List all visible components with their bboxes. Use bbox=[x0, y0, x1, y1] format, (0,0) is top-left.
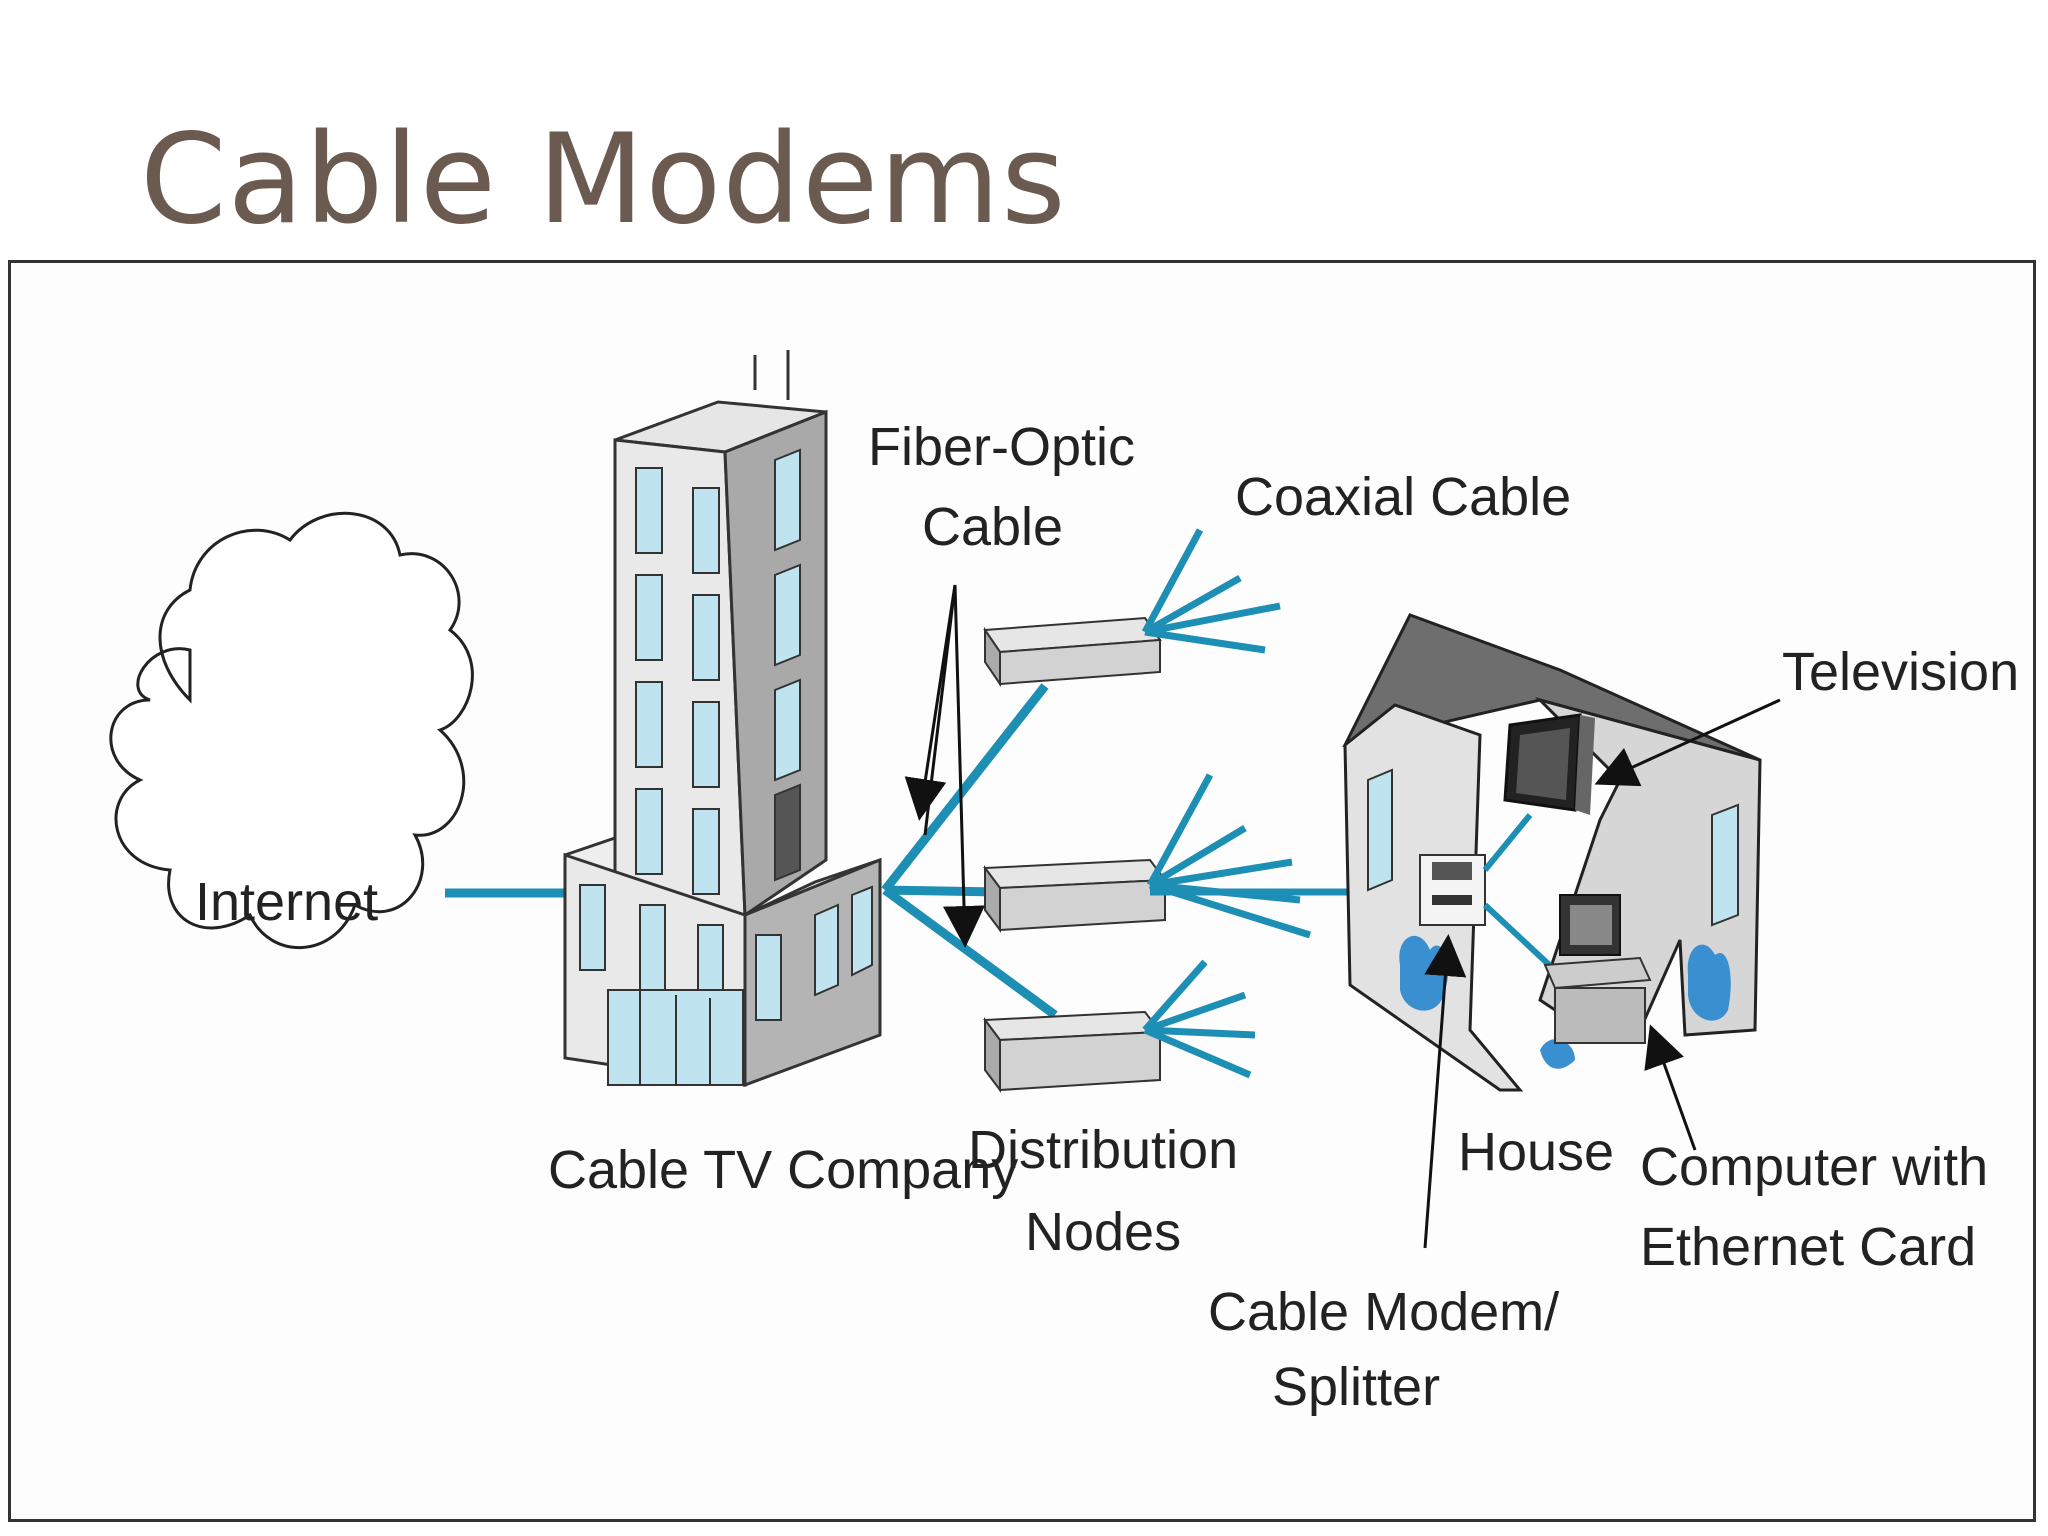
fiber-optic-lines bbox=[881, 683, 1058, 1019]
computer bbox=[1543, 894, 1652, 1044]
house-coax bbox=[1482, 813, 1563, 978]
television-label: Television bbox=[1782, 642, 2019, 702]
internet-label: Internet bbox=[195, 872, 378, 932]
modem-label-line1: Cable Modem/ bbox=[1208, 1282, 1559, 1342]
distribution-node-top bbox=[983, 616, 1162, 688]
cable-tv-building bbox=[563, 350, 882, 1088]
computer-label-line2: Ethernet Card bbox=[1640, 1217, 1976, 1277]
slide-title: Cable Modems bbox=[140, 108, 1067, 252]
computer-label-line1: Computer with bbox=[1640, 1137, 1988, 1197]
distribution-nodes-label-line1: Distribution bbox=[968, 1120, 1238, 1180]
modem-label-line2: Splitter bbox=[1272, 1357, 1440, 1417]
fiber-optic-label-line2: Cable bbox=[922, 497, 1063, 557]
fiber-optic-label-line1: Fiber-Optic bbox=[868, 417, 1135, 477]
distribution-node-bottom bbox=[983, 1010, 1162, 1093]
cable-tv-company-label: Cable TV Company bbox=[548, 1140, 1018, 1200]
house bbox=[1342, 613, 1762, 1092]
distribution-node-middle bbox=[983, 858, 1167, 933]
cable-modem-splitter bbox=[1419, 854, 1486, 926]
house-label: House bbox=[1458, 1122, 1614, 1182]
internet-cloud bbox=[109, 511, 474, 949]
television bbox=[1503, 713, 1595, 815]
distribution-nodes-label-line2: Nodes bbox=[1025, 1202, 1181, 1262]
coaxial-cable-label: Coaxial Cable bbox=[1235, 467, 1571, 527]
coaxial-cables bbox=[1141, 528, 1425, 1079]
pointer-arrows bbox=[904, 584, 1781, 1249]
